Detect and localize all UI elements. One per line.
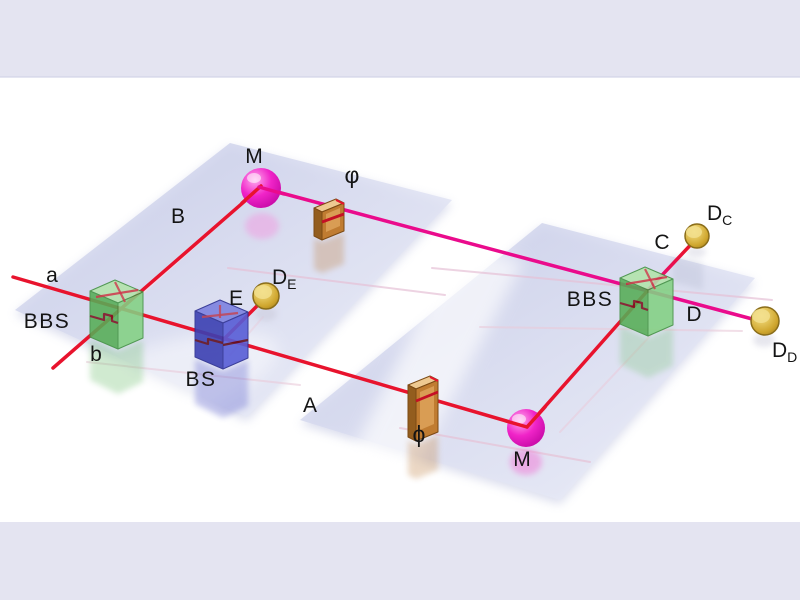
mirror-top-highlight bbox=[247, 173, 261, 183]
detector-c-letter: D bbox=[707, 202, 722, 225]
reflection-line-B-right bbox=[431, 267, 773, 301]
bbs-right-top-cross-mark bbox=[644, 268, 656, 290]
label-detector-e: DE bbox=[272, 266, 297, 292]
label-input-a: a bbox=[46, 264, 58, 287]
phase-bottom-edge-beam bbox=[429, 376, 439, 382]
phase-top-side-face bbox=[313, 207, 323, 241]
bottom-band bbox=[0, 522, 800, 600]
detector-d-reflection bbox=[753, 333, 775, 347]
reflection-line-d bbox=[479, 326, 743, 332]
detector-e-reflection bbox=[255, 307, 277, 321]
label-detector-c: DC bbox=[707, 202, 732, 228]
label-mirror-bottom: M bbox=[513, 448, 531, 471]
mirror-bottom-highlight bbox=[512, 414, 526, 424]
bbs-left-inner-beam bbox=[89, 312, 119, 325]
mirror-bottom-beam-out bbox=[525, 405, 547, 429]
detector-e-subscript: E bbox=[287, 276, 296, 292]
label-arm-e: E bbox=[229, 287, 243, 310]
phase-top-reflection bbox=[314, 233, 344, 273]
mirror-bottom-reflection bbox=[510, 449, 542, 475]
detector-d-face bbox=[752, 309, 770, 323]
phase-bottom-beam-mark bbox=[415, 390, 439, 403]
bbs-left-cube bbox=[89, 279, 144, 350]
phase-top-window bbox=[326, 208, 340, 232]
mirror-top-beam-in bbox=[240, 184, 263, 205]
bbs-left-top-beam-mark bbox=[95, 288, 139, 299]
bbs-right-right-face bbox=[647, 278, 674, 337]
element-reflections bbox=[90, 213, 775, 479]
detector-e bbox=[252, 282, 280, 310]
label-arm-a: A bbox=[303, 394, 317, 417]
phase-top-beam-mark bbox=[321, 212, 345, 224]
detector-d-subscript: D bbox=[787, 349, 797, 365]
top-band bbox=[0, 0, 800, 77]
detector-c-reflection bbox=[686, 246, 706, 258]
beam-b-path bbox=[51, 185, 263, 370]
label-arm-b: B bbox=[171, 205, 185, 228]
mirror-bottom-sphere bbox=[504, 405, 547, 447]
reflection-line-B-left bbox=[227, 267, 446, 296]
phase-shifter-bottom bbox=[407, 375, 439, 442]
mirror-top-beam-out bbox=[257, 185, 286, 196]
phase-top-edge-beam bbox=[335, 199, 345, 205]
label-detector-d: DD bbox=[772, 339, 797, 365]
bbs-left-reflection bbox=[90, 339, 143, 394]
bbs-left-top-cross-mark bbox=[114, 281, 126, 303]
bbs-right-cube bbox=[619, 266, 674, 337]
detector-e-letter: D bbox=[272, 266, 287, 289]
detector-c-subscript: C bbox=[722, 212, 732, 228]
detector-d bbox=[750, 306, 780, 336]
label-bbs-right: BBS bbox=[567, 288, 614, 311]
cube-shadow-right bbox=[673, 255, 703, 290]
label-bs: BS bbox=[185, 368, 216, 391]
mirror-top-reflection bbox=[245, 213, 279, 239]
mirror-bottom-beam-in bbox=[504, 419, 529, 429]
bbs-right-inner-beam bbox=[619, 299, 649, 312]
phase-bottom-reflection bbox=[408, 435, 438, 479]
detector-d-letter: D bbox=[772, 339, 787, 362]
bs-cube bbox=[194, 299, 249, 370]
bs-reflection bbox=[195, 359, 248, 418]
bbs-left-right-face bbox=[117, 291, 144, 350]
bs-inner-beam-right bbox=[222, 338, 249, 347]
bs-right-face bbox=[222, 311, 249, 370]
bs-inner-beam bbox=[194, 337, 224, 346]
label-bbs-left: BBS bbox=[24, 310, 71, 333]
label-arm-d: D bbox=[686, 303, 701, 326]
labels: a b BBS B M φ E DE BS A ϕ M BBS C DC D D… bbox=[24, 145, 798, 471]
label-phase-bottom: ϕ bbox=[413, 421, 426, 447]
detector-c-face bbox=[686, 226, 702, 238]
label-arm-c: C bbox=[654, 231, 669, 254]
detector-e-face bbox=[254, 285, 272, 299]
bbs-right-reflection bbox=[620, 326, 673, 378]
detector-c bbox=[684, 223, 710, 249]
label-mirror-top: M bbox=[245, 145, 263, 168]
right-platform-highlight bbox=[348, 243, 524, 478]
phase-shifter-top bbox=[313, 198, 345, 241]
mirror-top-sphere bbox=[240, 168, 286, 208]
label-input-b: b bbox=[90, 343, 102, 366]
label-phase-top: φ bbox=[345, 162, 360, 188]
band-divider-top bbox=[0, 76, 800, 78]
bbs-right-top-beam-mark bbox=[625, 275, 668, 286]
phase-bottom-side-face bbox=[407, 384, 417, 442]
